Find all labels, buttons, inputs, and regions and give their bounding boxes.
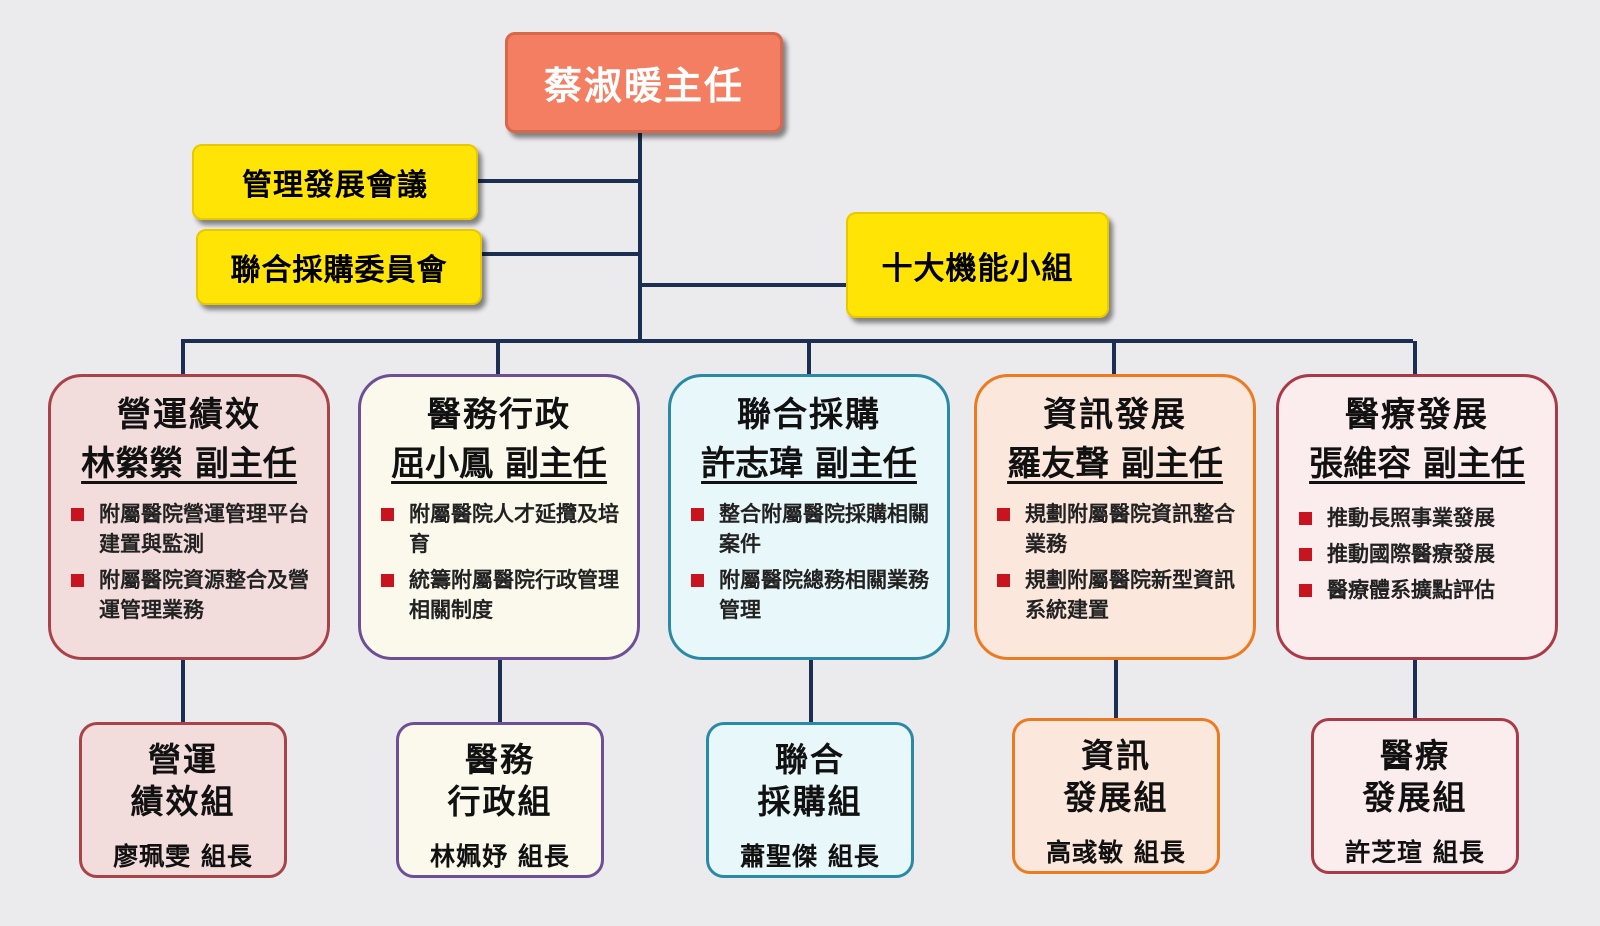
bullet-icon	[1299, 512, 1312, 525]
duty-list: 附屬醫院人才延攬及培育 統籌附屬醫院行政管理相關制度	[361, 499, 637, 625]
bullet-icon	[381, 508, 394, 521]
bullet-icon	[71, 508, 84, 521]
group-name: 聯合 採購組	[757, 740, 863, 821]
duty-item: 附屬醫院營運管理平台建置與監測	[71, 499, 317, 559]
bullet-icon	[71, 574, 84, 587]
bullet-icon	[381, 574, 394, 587]
group-box-it-development: 資訊 發展組 高彧敏 組長	[1012, 718, 1220, 874]
functional-group-label: 十大機能小組	[881, 250, 1074, 287]
division-box-it-development: 資訊發展 羅友聲 副主任 規劃附屬醫院資訊整合業務 規劃附屬醫院新型資訊系統建置	[974, 374, 1256, 660]
duty-item: 醫療體系擴點評估	[1299, 575, 1545, 605]
group-name: 醫療 發展組	[1362, 736, 1468, 817]
group-leader: 許芝瑄 組長	[1345, 838, 1485, 867]
division-name: 資訊發展	[1043, 395, 1187, 435]
duty-item: 統籌附屬醫院行政管理相關制度	[381, 565, 627, 625]
division-head: 羅友聲 副主任	[1007, 444, 1223, 484]
group-leader: 林姵妤 組長	[430, 842, 570, 871]
bullet-icon	[997, 508, 1010, 521]
division-box-joint-procurement: 聯合採購 許志瑋 副主任 整合附屬醫院採購相關案件 附屬醫院總務相關業務管理	[668, 374, 950, 660]
group-box-medical-admin: 醫務 行政組 林姵妤 組長	[396, 722, 604, 878]
division-box-operations: 營運績效 林縈縈 副主任 附屬醫院營運管理平台建置與監測 附屬醫院資源整合及營運…	[48, 374, 330, 660]
director-box: 蔡淑暖主任	[505, 32, 783, 133]
group-box-operations: 營運 績效組 廖珮雯 組長	[79, 722, 287, 878]
duty-item: 整合附屬醫院採購相關案件	[691, 499, 937, 559]
bullet-icon	[1299, 548, 1312, 561]
duty-item: 推動國際醫療發展	[1299, 539, 1545, 569]
duty-item: 附屬醫院資源整合及營運管理業務	[71, 565, 317, 625]
management-committee-box: 管理發展會議	[192, 144, 478, 220]
bullet-icon	[691, 508, 704, 521]
director-label: 蔡淑暖主任	[543, 64, 744, 108]
bullet-icon	[691, 574, 704, 587]
division-head: 張維容 副主任	[1309, 444, 1525, 484]
group-name: 營運 績效組	[130, 740, 236, 821]
group-name: 資訊 發展組	[1063, 736, 1169, 817]
group-name: 醫務 行政組	[447, 740, 553, 821]
bullet-icon	[1299, 584, 1312, 597]
duty-item: 推動長照事業發展	[1299, 503, 1545, 533]
duty-list: 整合附屬醫院採購相關案件 附屬醫院總務相關業務管理	[671, 499, 947, 625]
division-head: 屈小鳳 副主任	[391, 444, 607, 484]
division-box-medical-development: 醫療發展 張維容 副主任 推動長照事業發展 推動國際醫療發展 醫療體系擴點評估	[1276, 374, 1558, 660]
group-leader: 高彧敏 組長	[1046, 838, 1186, 867]
division-box-medical-admin: 醫務行政 屈小鳳 副主任 附屬醫院人才延攬及培育 統籌附屬醫院行政管理相關制度	[358, 374, 640, 660]
group-leader: 蕭聖傑 組長	[740, 842, 880, 871]
bullet-icon	[997, 574, 1010, 587]
division-name: 聯合採購	[737, 395, 881, 435]
division-head: 林縈縈 副主任	[81, 444, 297, 484]
group-box-medical-development: 醫療 發展組 許芝瑄 組長	[1311, 718, 1519, 874]
duty-item: 規劃附屬醫院新型資訊系統建置	[997, 565, 1243, 625]
division-head: 許志瑋 副主任	[701, 444, 917, 484]
duty-list: 規劃附屬醫院資訊整合業務 規劃附屬醫院新型資訊系統建置	[977, 499, 1253, 625]
duty-item: 附屬醫院總務相關業務管理	[691, 565, 937, 625]
procurement-committee-box: 聯合採購委員會	[196, 229, 482, 305]
functional-group-box: 十大機能小組	[846, 212, 1109, 318]
group-leader: 廖珮雯 組長	[113, 842, 253, 871]
duty-list: 附屬醫院營運管理平台建置與監測 附屬醫院資源整合及營運管理業務	[51, 499, 327, 625]
duty-item: 附屬醫院人才延攬及培育	[381, 499, 627, 559]
procurement-committee-label: 聯合採購委員會	[230, 253, 448, 288]
group-box-joint-procurement: 聯合 採購組 蕭聖傑 組長	[706, 722, 914, 878]
duty-list: 推動長照事業發展 推動國際醫療發展 醫療體系擴點評估	[1279, 503, 1555, 605]
management-committee-label: 管理發展會議	[242, 168, 428, 203]
duty-item: 規劃附屬醫院資訊整合業務	[997, 499, 1243, 559]
division-name: 營運績效	[117, 395, 261, 435]
division-name: 醫療發展	[1345, 395, 1489, 435]
division-name: 醫務行政	[427, 395, 571, 435]
